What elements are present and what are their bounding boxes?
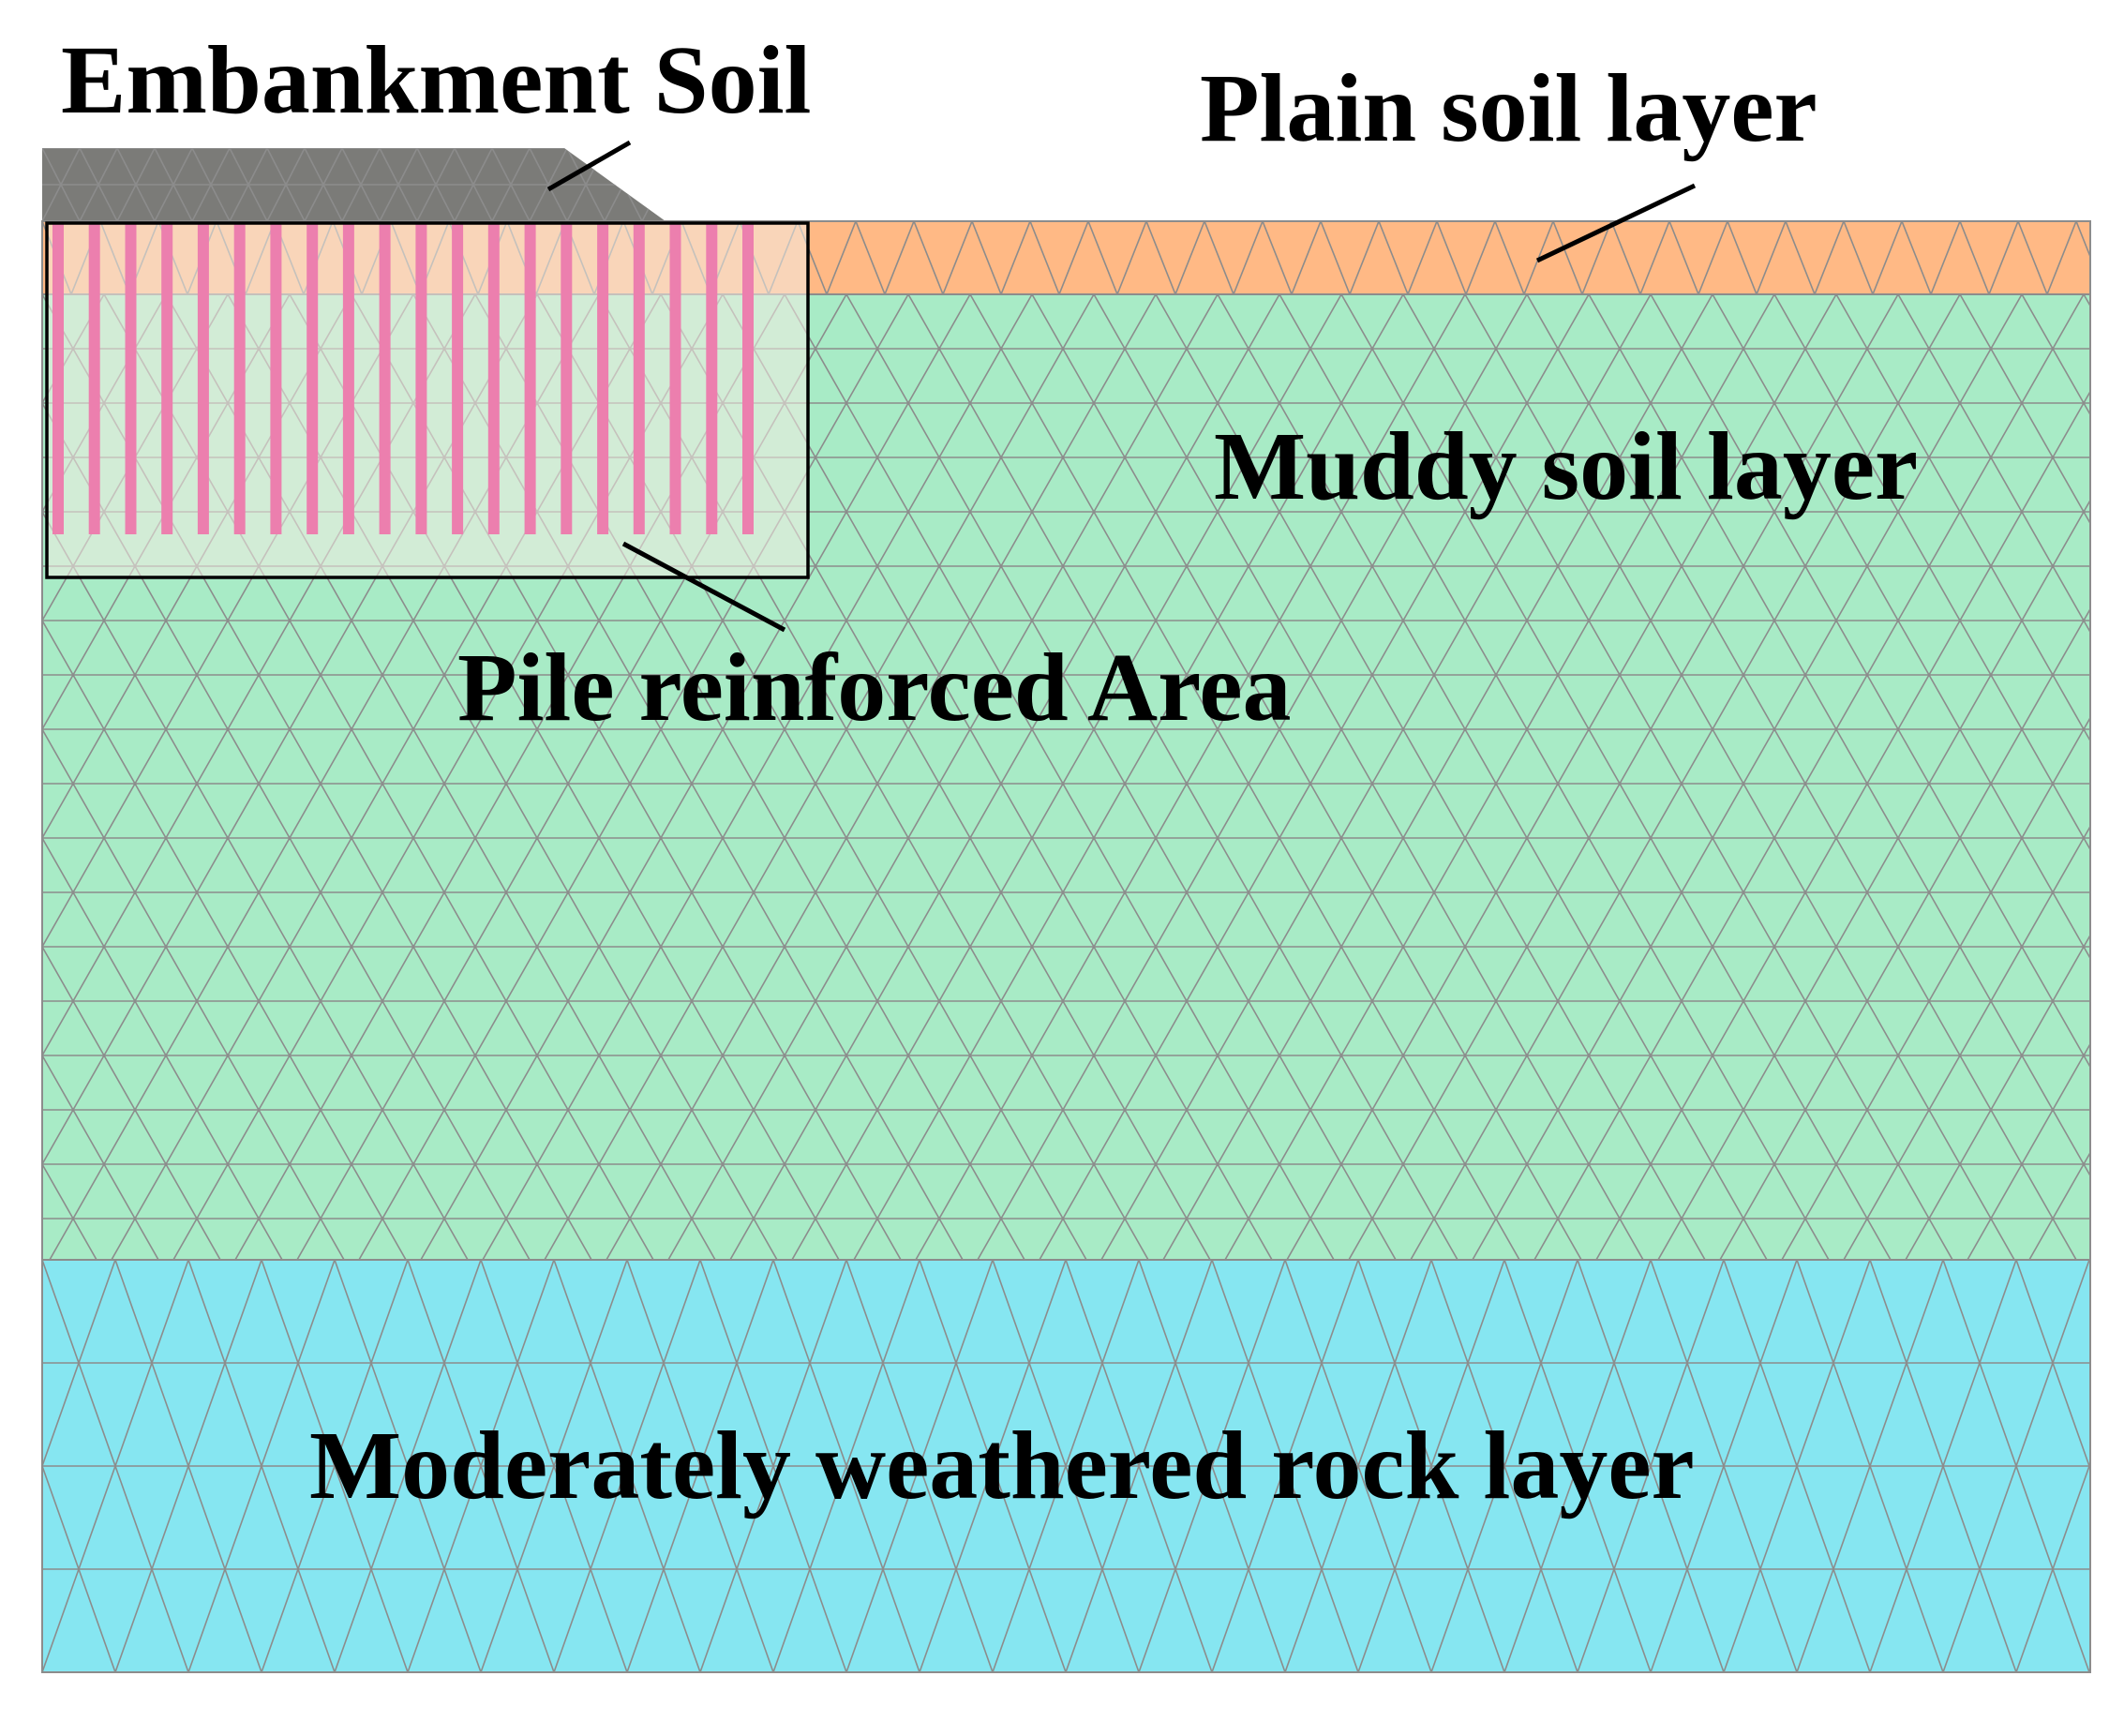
pile <box>706 223 718 534</box>
pile <box>197 223 209 534</box>
pile <box>161 223 173 534</box>
embankment-mesh <box>42 148 666 221</box>
pile <box>742 223 754 534</box>
pile-reinforced-area-box <box>45 221 810 579</box>
plain-soil-leader-line <box>1535 183 1697 263</box>
pile <box>307 223 319 534</box>
rock-layer-mesh <box>42 1260 2090 1672</box>
pile <box>633 223 645 534</box>
embankment-mesh-lines <box>42 148 666 221</box>
embankment-soil-label: Embankment Soil <box>61 26 811 134</box>
piles-group <box>52 223 754 534</box>
pile <box>88 223 100 534</box>
pile <box>524 223 536 534</box>
pile <box>561 223 573 534</box>
pile <box>487 223 500 534</box>
pile-reinforced-area-fill <box>47 223 808 577</box>
pile <box>452 223 464 534</box>
pile <box>270 223 282 534</box>
pile <box>52 223 64 534</box>
pile <box>125 223 137 534</box>
pile <box>415 223 427 534</box>
model-boundary <box>41 220 2091 1673</box>
rock-layer-mesh-lines <box>42 1260 2090 1672</box>
pile-area-leader-line <box>621 541 786 633</box>
plain-soil-label: Plain soil layer <box>1200 54 1817 162</box>
pile <box>669 223 681 534</box>
pile <box>233 223 246 534</box>
pile <box>379 223 391 534</box>
rock-layer-label: Moderately weathered rock layer <box>309 1412 1695 1519</box>
embankment-leader-line <box>546 140 632 192</box>
pile <box>597 223 609 534</box>
pile-reinforced-area-label: Pile reinforced Area <box>457 634 1292 741</box>
pile <box>342 223 354 534</box>
muddy-soil-label: Muddy soil layer <box>1214 412 1918 520</box>
